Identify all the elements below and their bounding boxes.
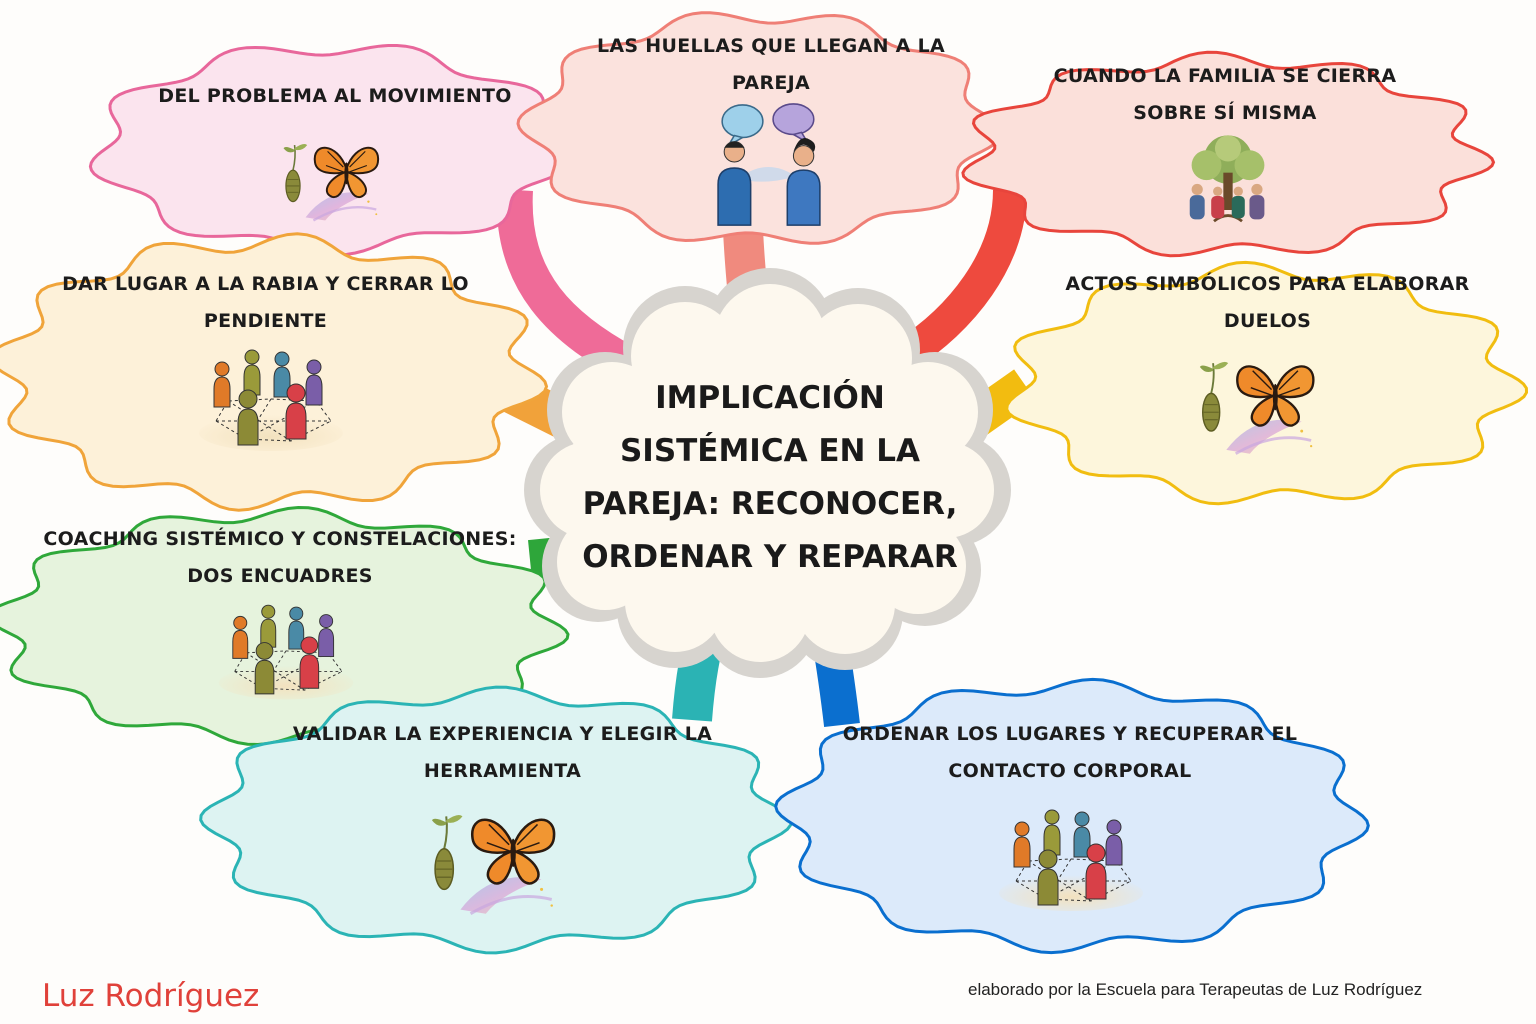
center-title-line-1: IMPLICACIÓN bbox=[655, 380, 885, 416]
center-title-line-3: PAREJA: RECONOCER, bbox=[582, 486, 958, 522]
bubble-ordenar bbox=[774, 677, 1370, 955]
node-del-problema-label: DEL PROBLEMA AL MOVIMIENTO bbox=[158, 85, 512, 107]
center-title: IMPLICACIÓN SISTÉMICA EN LA PAREJA: RECO… bbox=[560, 372, 980, 584]
node-coaching-label: COACHING SISTÉMICO Y CONSTELACIONES: DOS… bbox=[43, 528, 517, 587]
author-name: Luz Rodríguez bbox=[42, 978, 260, 1014]
node-familia-label: CUANDO LA FAMILIA SE CIERRA SOBRE SÍ MIS… bbox=[1053, 65, 1397, 124]
center-title-line-4: ORDENAR Y REPARAR bbox=[582, 539, 958, 575]
node-actos-label: ACTOS SIMBÓLICOS PARA ELABORAR DUELOS bbox=[1065, 273, 1470, 332]
center-title-line-2: SISTÉMICA EN LA bbox=[619, 433, 921, 469]
node-ordenar-label: ORDENAR LOS LUGARES Y RECUPERAR EL CONTA… bbox=[842, 723, 1298, 782]
connector-familia bbox=[895, 189, 1027, 370]
credit-text: elaborado por la Escuela para Terapeutas… bbox=[968, 980, 1423, 999]
node-huellas-label: LAS HUELLAS QUE LLEGAN A LA PAREJA bbox=[596, 35, 946, 94]
bubble-rabia bbox=[0, 232, 549, 512]
bubble-validar bbox=[199, 685, 793, 955]
node-rabia-label: DAR LUGAR A LA RABIA Y CERRAR LO PENDIEN… bbox=[62, 273, 469, 332]
connector-del-problema bbox=[496, 189, 649, 387]
center-cloud bbox=[524, 268, 1011, 678]
node-validar-label: VALIDAR LA EXPERIENCIA Y ELEGIR LA HERRA… bbox=[292, 723, 713, 782]
